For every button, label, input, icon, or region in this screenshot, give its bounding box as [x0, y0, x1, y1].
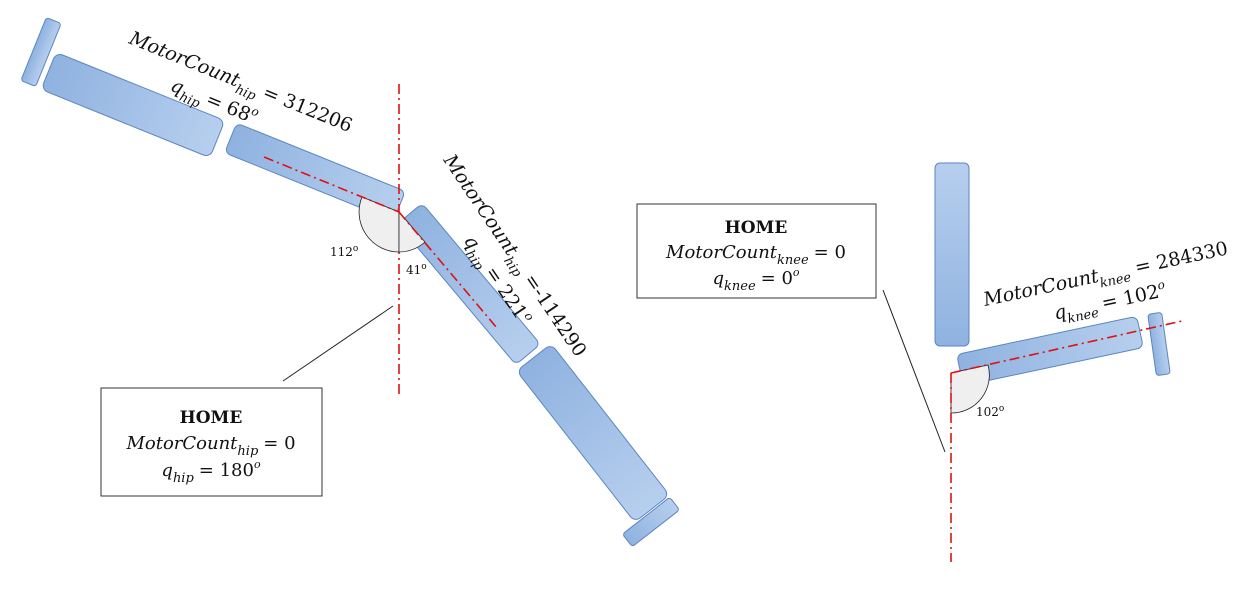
knee-home-box [636, 203, 877, 299]
hip-foot-segment-left [21, 17, 61, 87]
hip-thigh-centerline-68 [263, 156, 400, 213]
knee-angle-label-102: 102o [976, 404, 1004, 419]
hip-angle-wedge-41 [398, 210, 426, 253]
knee-pos-angle: qknee= 102o [1051, 277, 1169, 329]
hip-home-callout-line [282, 305, 394, 382]
hip-shank-segment-right [518, 346, 668, 520]
hip-foot-segment-right [623, 497, 679, 547]
hip-home-title: HOME [180, 408, 243, 428]
knee-thigh-segment [934, 162, 970, 347]
hip-angle-wedge-112 [358, 196, 400, 253]
knee-home-title: HOME [725, 218, 788, 238]
knee-foot-segment [1147, 312, 1171, 376]
hip-home-box [100, 387, 323, 497]
hip-thigh-segment-221deg [399, 205, 539, 363]
hip-angle-label-112: 112o [330, 244, 358, 259]
hip-angle-label-41: 41o [406, 262, 427, 277]
hip-home-angle: qhip= 180o [161, 458, 261, 486]
knee-home-callout-line [882, 289, 946, 453]
knee-home-count: MotorCountknee= 0 [665, 242, 846, 268]
hip-shank-segment-left [42, 53, 224, 157]
hip-home-count: MotorCounthip= 0 [125, 433, 295, 459]
knee-home-angle: qknee= 0o [712, 266, 799, 294]
hip-thigh-centerline-221 [398, 211, 498, 329]
knee-angle-wedge-102 [950, 364, 990, 414]
